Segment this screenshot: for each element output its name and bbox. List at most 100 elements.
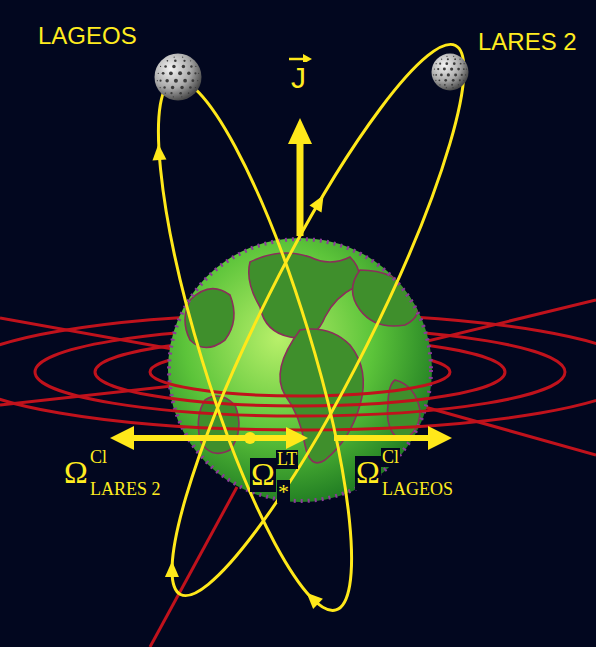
retroreflector: [170, 92, 172, 94]
retroreflector: [160, 87, 161, 88]
retroreflector: [441, 59, 442, 60]
field-ring: [95, 372, 505, 406]
retroreflector: [457, 68, 460, 71]
retroreflector: [446, 87, 447, 88]
land-mass: [353, 270, 419, 326]
retroreflector: [440, 74, 443, 77]
retroreflector: [439, 63, 441, 65]
retroreflector: [197, 80, 198, 81]
vector-symbol: J: [290, 62, 307, 94]
angular-momentum-arrow: [288, 54, 312, 236]
retroreflector: [447, 73, 450, 76]
retroreflector: [198, 73, 199, 74]
satellite-lageos: LAGEOS: [30, 18, 206, 105]
retroreflector: [178, 71, 182, 75]
orbit-arrowhead: [165, 561, 179, 577]
arrow-shaft: [132, 435, 250, 441]
retroreflector: [466, 68, 467, 69]
retroreflector: [180, 86, 183, 89]
retroreflector: [195, 66, 196, 67]
retroreflector: [173, 96, 174, 97]
subscript: *: [277, 480, 290, 503]
retroreflector: [444, 84, 446, 86]
satellite-sphere: [155, 54, 202, 101]
retroreflector: [451, 84, 453, 86]
retroreflector: [460, 63, 462, 65]
orbit-arrowhead: [309, 192, 329, 213]
orbit-arrowhead: [151, 144, 166, 161]
retroreflector: [444, 79, 447, 82]
omega-symbol: Ω: [355, 456, 381, 490]
omega-symbol: Ω: [250, 458, 276, 492]
retroreflector: [433, 74, 434, 75]
retroreflector: [463, 68, 465, 70]
satellite-name: LARES 2: [478, 28, 577, 56]
retroreflector: [464, 63, 465, 64]
subscript: LARES 2: [89, 480, 162, 499]
retroreflector: [445, 62, 448, 65]
superscript: LT: [276, 450, 298, 469]
field-ring: [0, 372, 596, 430]
arrow-head: [428, 426, 452, 450]
retroreflector: [167, 60, 169, 62]
retroreflector: [165, 93, 166, 94]
retroreflector: [158, 73, 159, 74]
superscript: Cl: [381, 448, 400, 467]
retroreflector: [183, 79, 187, 83]
retroreflector: [188, 92, 190, 94]
retroreflector: [182, 57, 183, 58]
retroreflector: [458, 84, 459, 85]
retroreflector: [452, 87, 453, 88]
arrow-head: [286, 427, 308, 449]
retroreflector: [189, 86, 192, 89]
field-ring: [150, 372, 450, 396]
lares2-orbit: [131, 21, 504, 619]
retroreflector: [437, 68, 439, 70]
retroreflector: [174, 79, 178, 83]
retroreflector: [465, 74, 466, 75]
arrow-shaft: [334, 435, 430, 441]
earth-globe: [168, 238, 432, 502]
satellite-sphere: [432, 54, 469, 91]
retroreflector: [163, 86, 165, 88]
retroreflector: [182, 65, 185, 68]
arrow-head: [110, 426, 134, 450]
retroreflector: [436, 63, 437, 64]
retroreflector: [164, 65, 167, 68]
retroreflector: [171, 86, 174, 89]
retroreflector: [162, 72, 165, 75]
retroreflector: [160, 66, 161, 67]
retroreflector: [446, 56, 447, 57]
retroreflector: [181, 96, 182, 97]
retroreflector: [452, 79, 455, 82]
vector-arrow: [289, 58, 304, 61]
retroreflector: [453, 62, 456, 65]
land-mass: [249, 253, 359, 338]
retroreflector: [195, 87, 196, 88]
subscript: LAGEOS: [381, 480, 454, 499]
land-mass: [185, 289, 234, 348]
satellite-icon: [154, 53, 202, 101]
retroreflector: [174, 57, 175, 58]
retroreflector: [172, 65, 175, 68]
retroreflector: [459, 59, 460, 60]
retroreflector: [157, 80, 158, 81]
retroreflector: [443, 68, 446, 71]
arrow-head: [288, 118, 312, 144]
retroreflector: [447, 58, 449, 60]
retroreflector: [434, 68, 435, 69]
retroreflector: [435, 74, 437, 76]
retroreflector: [461, 74, 463, 76]
arrow-shaft: [297, 140, 304, 236]
retroreflector: [190, 65, 192, 67]
origin-dot: [244, 432, 256, 444]
earth: [168, 238, 432, 502]
retroreflector: [191, 79, 194, 82]
lageos-orbit: [121, 64, 388, 626]
satellite-icon: [431, 53, 469, 91]
satellite-name: LAGEOS: [38, 22, 137, 50]
retroreflector: [183, 60, 185, 62]
omega-symbol: Ω: [63, 456, 89, 490]
